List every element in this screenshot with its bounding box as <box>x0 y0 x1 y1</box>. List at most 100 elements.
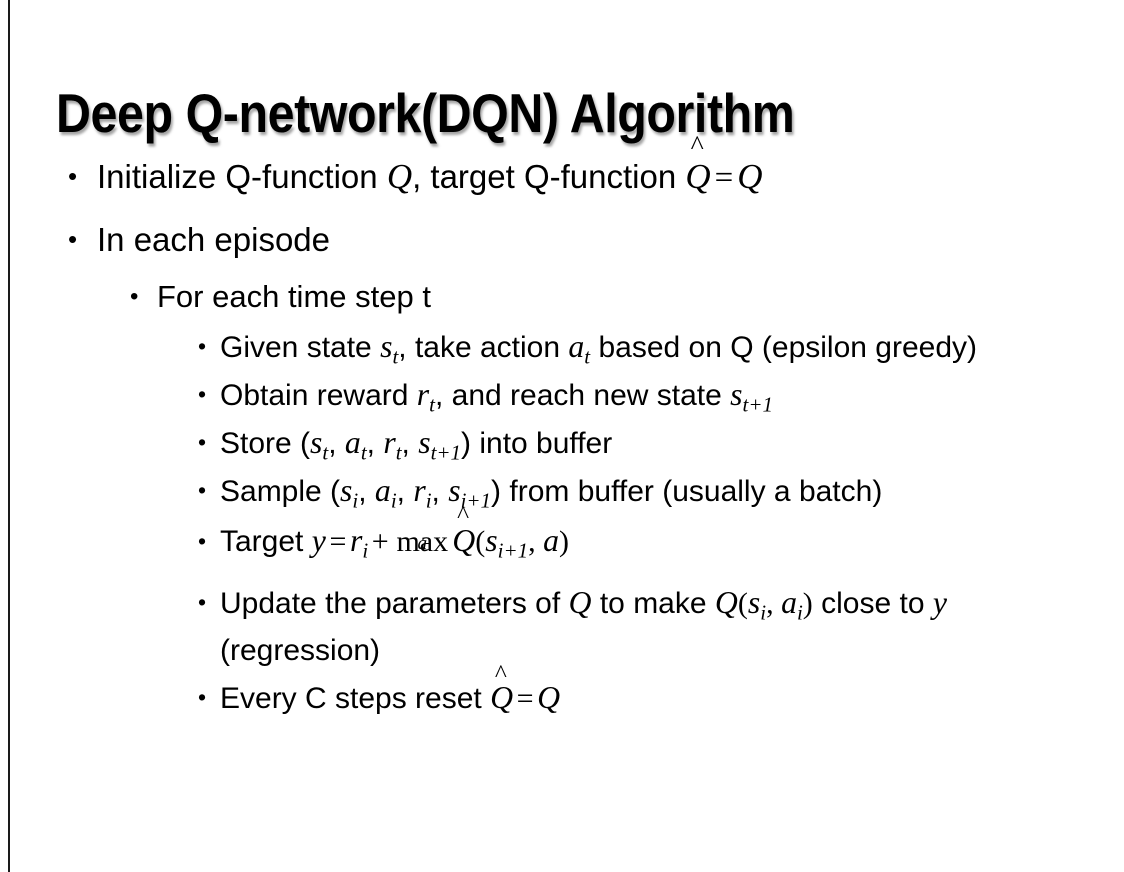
math-q-hat: ^Q <box>490 661 514 721</box>
bullet-dot-icon: • <box>130 283 139 310</box>
math-subscript: t <box>429 392 435 417</box>
text-run: , <box>396 475 414 508</box>
math-base: r <box>413 473 426 508</box>
text-run: to make <box>591 587 715 620</box>
math-var-q: Q <box>537 680 561 715</box>
bullet-item-reset-target-network: • Every C steps reset ^Q=Q <box>0 661 1124 722</box>
math-subscript: t <box>584 344 591 369</box>
math-max-subscript: a <box>417 532 428 554</box>
text-run: , and reach new state <box>434 379 731 412</box>
bullet-dot-icon: • <box>198 429 207 455</box>
bullet-item-each-time-step: • For each time step t <box>0 270 1124 323</box>
math-var-s: si <box>340 473 358 511</box>
math-var-a: ai <box>375 473 397 511</box>
bullet-text: Sample (si, ai, ri, si+1) from buffer (u… <box>220 467 1094 515</box>
bullet-item-sample-buffer: • Sample (si, ai, ri, si+1) from buffer … <box>0 467 1124 515</box>
math-var-qhat-base: Q <box>452 523 476 558</box>
text-run: Given state <box>220 331 381 364</box>
math-subscript: t <box>322 440 329 465</box>
bullet-text: Obtain reward rt, and reach new state st… <box>220 371 1094 419</box>
bullet-item-update-parameters: • Update the parameters of Q to make Q(s… <box>0 579 1124 674</box>
math-base: r <box>349 523 363 558</box>
math-q-hat: ^Q <box>452 502 476 567</box>
math-var-a: ai <box>781 585 803 623</box>
math-var-q: Q <box>568 585 592 620</box>
text-run: , <box>431 475 449 508</box>
math-q-hat: ^Q <box>685 132 711 207</box>
bullet-dot-icon: • <box>198 528 207 554</box>
math-subscript: i <box>352 488 359 513</box>
text-run: ) from buffer (usually a batch) <box>491 475 883 508</box>
text-run: Store ( <box>220 427 311 460</box>
math-var-q: Q <box>714 585 738 620</box>
bullet-text: For each time step t <box>157 279 431 314</box>
math-subscript: i <box>760 600 767 625</box>
math-var-s: st+1 <box>730 377 773 415</box>
bullet-item-given-state: • Given state st, take action at based o… <box>0 323 1124 371</box>
math-subscript: t <box>392 344 399 369</box>
text-run: close to <box>812 587 933 620</box>
text-run: , <box>366 427 384 460</box>
left-edge-rule <box>8 0 10 872</box>
text-run: Every C steps reset <box>220 682 491 715</box>
math-base: r <box>416 377 430 412</box>
bullet-item-obtain-reward: • Obtain reward rt, and reach new state … <box>0 371 1124 419</box>
hat-accent-icon: ^ <box>457 500 470 530</box>
math-base: a <box>781 585 797 620</box>
bullet-dot-icon: • <box>198 477 207 503</box>
math-base: a <box>344 425 361 460</box>
math-base: s <box>310 425 323 460</box>
bullet-dot-icon: • <box>198 589 207 615</box>
text-run: Initialize Q-function <box>97 158 387 195</box>
math-subscript: i+1 <box>460 488 492 513</box>
text-run: , target Q-function <box>412 158 686 195</box>
text-run: Update the parameters of <box>220 587 569 620</box>
math-var-q: Q <box>386 157 413 196</box>
math-subscript: i <box>362 538 369 563</box>
bullet-dot-icon: • <box>198 684 207 710</box>
bullet-dot-icon: • <box>198 333 207 359</box>
text-run: Sample ( <box>220 475 341 508</box>
math-base: r <box>383 425 396 460</box>
math-subscript: i <box>425 488 432 513</box>
math-max-label: max <box>396 525 449 558</box>
math-var-a: at <box>344 425 367 463</box>
math-subscript: i <box>390 488 397 513</box>
math-base: s <box>340 473 353 508</box>
math-subscript: t <box>360 440 367 465</box>
bullet-text: In each episode <box>97 221 331 258</box>
math-paren-open: ( <box>475 525 486 558</box>
text-run: ) into buffer <box>461 427 613 460</box>
math-var-s-next: si+1 <box>448 473 491 511</box>
math-base: s <box>747 585 761 620</box>
math-base: s <box>730 377 743 412</box>
bullet-text: Initialize Q-function Q, target Q-functi… <box>97 132 1124 209</box>
bullet-dot-icon: • <box>198 381 207 407</box>
math-var-qhat-base: Q <box>685 157 711 196</box>
math-var-r: ri <box>349 523 368 561</box>
math-base: a <box>568 329 585 364</box>
math-subscript: i+1 <box>497 538 529 563</box>
math-var-s: st <box>310 425 328 463</box>
math-equals: = <box>714 160 734 196</box>
math-comma: , <box>766 587 782 620</box>
math-var-s-next: si+1 <box>485 523 528 561</box>
math-subscript: t+1 <box>430 440 462 465</box>
math-plus: + <box>371 525 389 558</box>
math-paren-close: ) <box>559 525 570 558</box>
bullet-dot-icon: • <box>68 161 78 191</box>
math-paren-open: ( <box>737 587 748 620</box>
math-var-r: rt <box>383 425 401 463</box>
text-run: , <box>328 427 345 460</box>
slide-title: Deep Q-network(DQN) Algorithm <box>56 81 795 144</box>
hat-accent-icon: ^ <box>690 130 704 162</box>
bullet-dot-icon: • <box>68 224 78 254</box>
math-var-qhat-base: Q <box>490 680 514 715</box>
math-base: s <box>418 425 431 460</box>
math-equals: = <box>516 682 534 715</box>
text-run: (regression) <box>220 634 381 667</box>
